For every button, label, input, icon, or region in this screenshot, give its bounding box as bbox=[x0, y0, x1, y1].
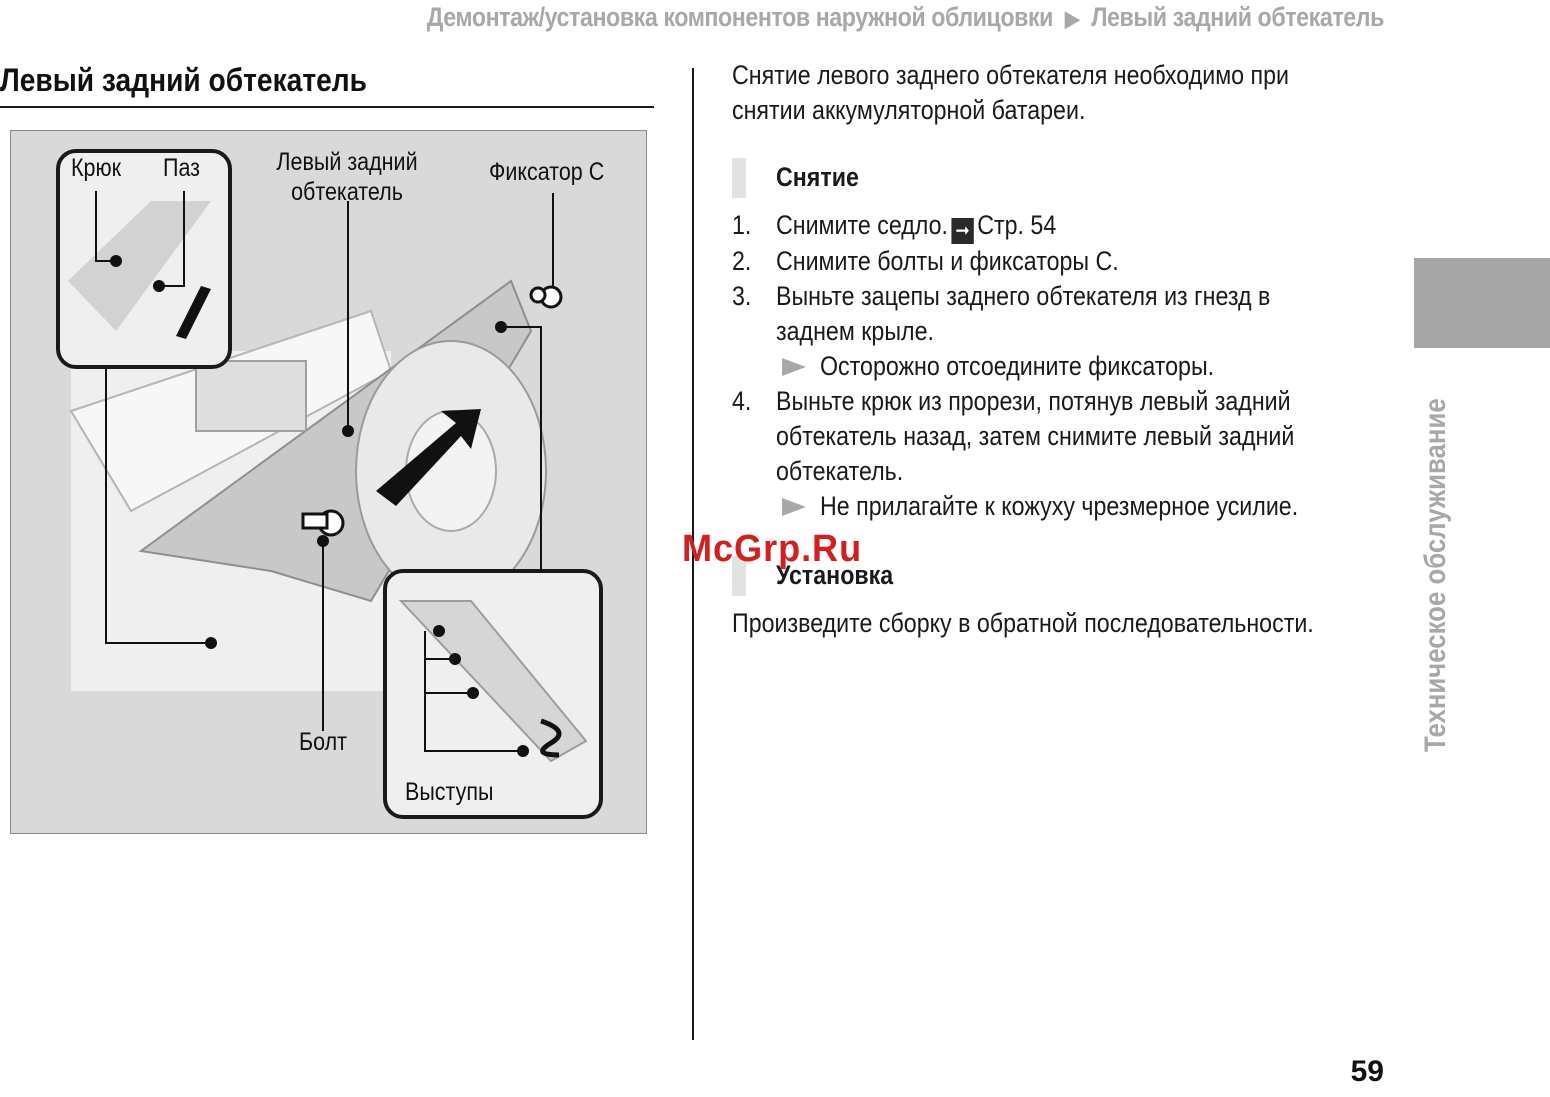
label-hook: Крюк bbox=[71, 154, 122, 182]
removal-heading-text: Снятие bbox=[776, 162, 859, 192]
label-tabs: Выступы bbox=[405, 778, 494, 806]
step-3: 3. Выньте зацепы заднего обтекателя из г… bbox=[732, 279, 1412, 349]
instructions-column: Снятие левого заднего обтекателя необход… bbox=[732, 58, 1412, 641]
leader-lines bbox=[95, 191, 554, 752]
step-3-note-text: Осторожно отсоедините фиксаторы. bbox=[820, 351, 1215, 381]
step-4-line-1: Выньте крюк из прорези, потянув левый за… bbox=[776, 386, 1291, 416]
label-left-rear-cowl: Левый задний обтекатель bbox=[261, 147, 433, 207]
installation-paragraph: Произведите сборку в обратной последоват… bbox=[732, 608, 1314, 638]
inset-hook-shape bbox=[68, 201, 211, 331]
heading-bar bbox=[732, 556, 746, 596]
step-4-note-text: Не прилагайте к кожуху чрезмерное усилие… bbox=[820, 491, 1299, 521]
step-4-line-3: обтекатель. bbox=[776, 456, 904, 486]
installation-text: Произведите сборку в обратной последоват… bbox=[732, 606, 1412, 641]
note-triangle-icon bbox=[782, 498, 806, 516]
battery-grill bbox=[195, 360, 307, 432]
intro-paragraph: Снятие левого заднего обтекателя необход… bbox=[732, 58, 1412, 128]
page-title: Левый задний обтекатель bbox=[0, 62, 654, 108]
step-2: 2. Снимите болты и фиксаторы С. bbox=[732, 244, 1412, 279]
step-3-line-1: Выньте зацепы заднего обтекателя из гнез… bbox=[776, 281, 1271, 311]
page-number: 59 bbox=[1350, 1055, 1384, 1088]
removal-heading: Снятие bbox=[732, 158, 1412, 198]
label-left-rear-cowl-line2: обтекатель bbox=[291, 178, 403, 206]
step-4: 4. Выньте крюк из прорези, потянув левый… bbox=[732, 384, 1412, 489]
installation-heading-text: Установка bbox=[776, 560, 894, 590]
clip-c-icon bbox=[529, 285, 563, 309]
note-triangle-icon bbox=[782, 358, 806, 376]
step-1: 1. Снимите седло.➞Стр. 54 bbox=[732, 208, 1412, 244]
step-2-text: Снимите болты и фиксаторы С. bbox=[776, 246, 1119, 276]
side-tab-text: Техническое обслуживание bbox=[1419, 398, 1452, 752]
step-number: 2. bbox=[732, 246, 752, 276]
step-number: 4. bbox=[732, 386, 752, 416]
tabs-arrow-icon bbox=[540, 718, 562, 758]
intro-line-1: Снятие левого заднего обтекателя необход… bbox=[732, 60, 1289, 90]
step-4-line-2: обтекатель назад, затем снимите левый за… bbox=[776, 421, 1295, 451]
breadcrumb-section[interactable]: Демонтаж/установка компонентов наружной … bbox=[426, 2, 1054, 32]
step-3-line-2: заднем крыле. bbox=[776, 316, 934, 346]
inset-tabs-shape bbox=[398, 600, 588, 763]
figure-illustration bbox=[56, 149, 603, 819]
page-ref-icon: ➞ bbox=[951, 218, 974, 244]
step-4-note: Не прилагайте к кожуху чрезмерное усилие… bbox=[732, 489, 1412, 524]
label-left-rear-cowl-line1: Левый задний bbox=[276, 148, 418, 176]
step-1-instruction: Снимите седло. bbox=[776, 210, 948, 240]
breadcrumb: Демонтаж/установка компонентов наружной … bbox=[426, 2, 1385, 33]
step-number: 1. bbox=[732, 210, 752, 240]
step-3-note: Осторожно отсоедините фиксаторы. bbox=[732, 349, 1412, 384]
bolt-icon bbox=[301, 509, 345, 537]
breadcrumb-arrow-icon: ▶ bbox=[1065, 6, 1080, 31]
label-clip-c: Фиксатор С bbox=[489, 158, 605, 186]
label-bolt: Болт bbox=[299, 728, 347, 756]
watermark: McGrp.Ru bbox=[682, 528, 863, 570]
figure-left-rear-cowl: Крюк Паз Левый задний обтекатель Фиксато… bbox=[10, 130, 647, 834]
page-title-text: Левый задний обтекатель bbox=[0, 62, 367, 98]
column-divider bbox=[692, 68, 694, 1040]
hook-arrow-icon bbox=[176, 286, 211, 339]
step-1-text: Снимите седло.➞Стр. 54 bbox=[776, 208, 1323, 244]
heading-bar bbox=[732, 158, 746, 198]
label-groove: Паз bbox=[163, 154, 201, 182]
intro-line-2: снятии аккумуляторной батареи. bbox=[732, 95, 1086, 125]
leader-dots bbox=[110, 255, 529, 757]
step-number: 3. bbox=[732, 281, 752, 311]
breadcrumb-current: Левый задний обтекатель bbox=[1091, 2, 1384, 32]
page-ref-link[interactable]: Стр. 54 bbox=[977, 210, 1057, 240]
installation-heading: Установка bbox=[732, 556, 1412, 596]
pull-arrow-icon bbox=[376, 409, 481, 506]
side-tab-marker[interactable] bbox=[1414, 258, 1550, 348]
